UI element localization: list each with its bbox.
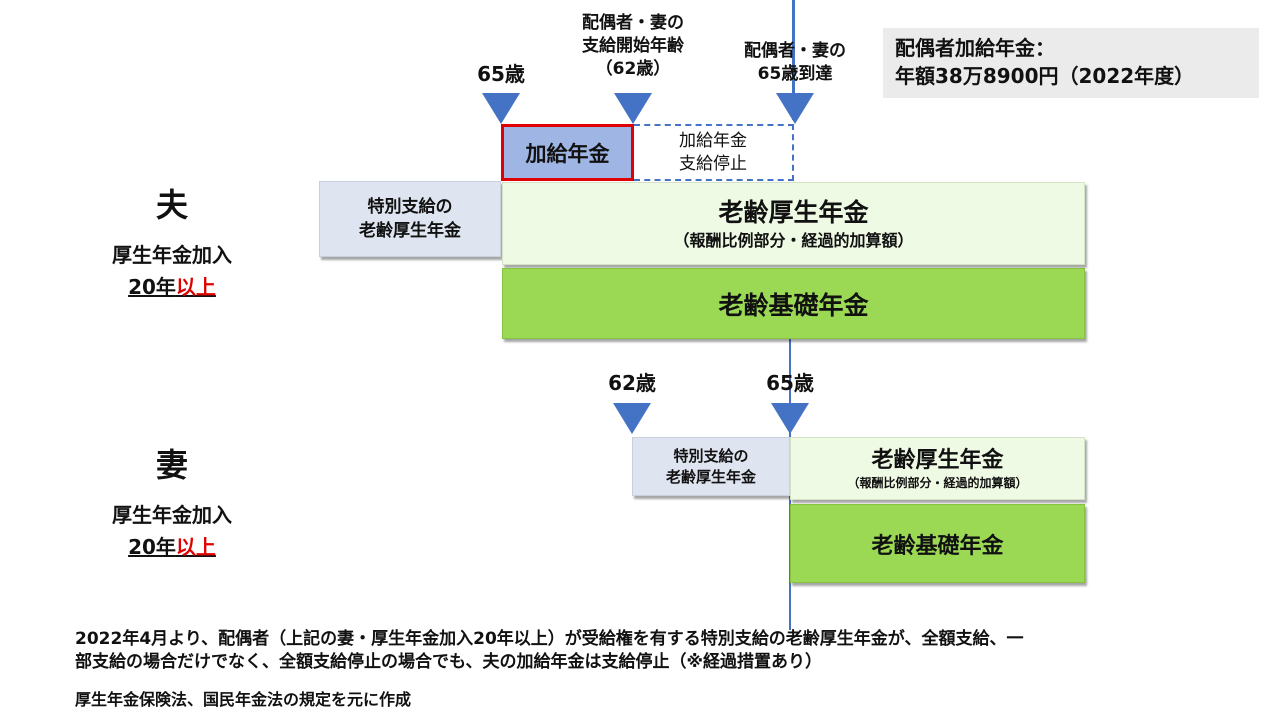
- kakyu-box: 加給年金: [501, 124, 634, 181]
- text: 加給年金: [679, 130, 747, 151]
- wife-years: 20年以上: [128, 531, 216, 560]
- text: 部支給の場合だけでなく、全額支給停止の場合でも、夫の加給年金は支給停止（※経過措…: [75, 652, 823, 672]
- text: 配偶者・妻の: [582, 13, 684, 33]
- wife-label: 妻: [155, 446, 189, 484]
- source-note: 厚生年金保険法、国民年金法の規定を元に作成: [75, 690, 412, 709]
- marker-label-65: 65歳: [477, 62, 525, 86]
- info-box: 配偶者加給年金： 年額38万8900円（2022年度）: [883, 28, 1259, 98]
- text: （報酬比例部分・経過的加算額）: [673, 230, 914, 250]
- text: 老齢厚生年金: [665, 467, 756, 486]
- text: 支給停止: [679, 153, 747, 174]
- wife-kosei-box: 老齢厚生年金 （報酬比例部分・経過的加算額）: [790, 437, 1085, 500]
- text: 配偶者・妻の: [744, 41, 846, 61]
- text: 年額38万8900円（2022年度）: [895, 64, 1195, 88]
- text: 20年: [128, 275, 176, 299]
- text: 配偶者加給年金：: [895, 36, 1055, 60]
- text: （報酬比例部分・経過的加算額）: [847, 475, 1028, 490]
- text: 老齢厚生年金: [359, 221, 461, 241]
- kakyu-stop-box: 加給年金 支給停止: [634, 124, 794, 181]
- husband-label: 夫: [155, 186, 189, 224]
- wife-marker-62: 62歳: [608, 371, 656, 395]
- marker-triangle-icon: [776, 93, 814, 124]
- wife-tokubetsu-box: 特別支給の 老齢厚生年金: [632, 437, 790, 496]
- husband-kiso-box: 老齢基礎年金: [502, 268, 1085, 339]
- marker-label-spouse-start: 配偶者・妻の 支給開始年齢 （62歳）: [582, 12, 684, 81]
- timeline-line-top: [792, 0, 795, 120]
- husband-tokubetsu-box: 特別支給の 老齢厚生年金: [319, 181, 501, 257]
- husband-membership: 厚生年金加入: [112, 243, 232, 267]
- marker-triangle-icon: [613, 403, 651, 434]
- text: 以上: [175, 535, 216, 559]
- marker-label-spouse-65: 配偶者・妻の 65歳到達: [744, 40, 846, 86]
- text: 2022年4月より、配偶者（上記の妻・厚生年金加入20年以上）が受給権を有する特…: [75, 629, 1024, 649]
- husband-years: 20年以上: [128, 271, 216, 300]
- text: 老齢基礎年金: [871, 533, 1004, 559]
- text: 老齢厚生年金: [718, 197, 869, 227]
- wife-marker-65: 65歳: [766, 371, 814, 395]
- text: 老齢厚生年金: [871, 447, 1004, 473]
- text: 老齢基礎年金: [718, 290, 869, 320]
- text: 65歳到達: [757, 64, 833, 84]
- husband-kosei-box: 老齢厚生年金 （報酬比例部分・経過的加算額）: [502, 182, 1085, 265]
- footnote: 2022年4月より、配偶者（上記の妻・厚生年金加入20年以上）が受給権を有する特…: [75, 628, 1023, 674]
- text: 以上: [175, 275, 216, 299]
- text: 加給年金: [525, 141, 610, 166]
- text: 特別支給の: [673, 446, 749, 465]
- marker-triangle-icon: [771, 403, 809, 434]
- wife-membership: 厚生年金加入: [112, 503, 232, 527]
- text: 20年: [128, 535, 176, 559]
- marker-triangle-icon: [482, 93, 520, 124]
- text: 特別支給の: [367, 197, 453, 217]
- wife-kiso-box: 老齢基礎年金: [790, 504, 1085, 583]
- text: 支給開始年齢: [582, 36, 684, 56]
- marker-triangle-icon: [614, 93, 652, 124]
- text: （62歳）: [595, 59, 671, 79]
